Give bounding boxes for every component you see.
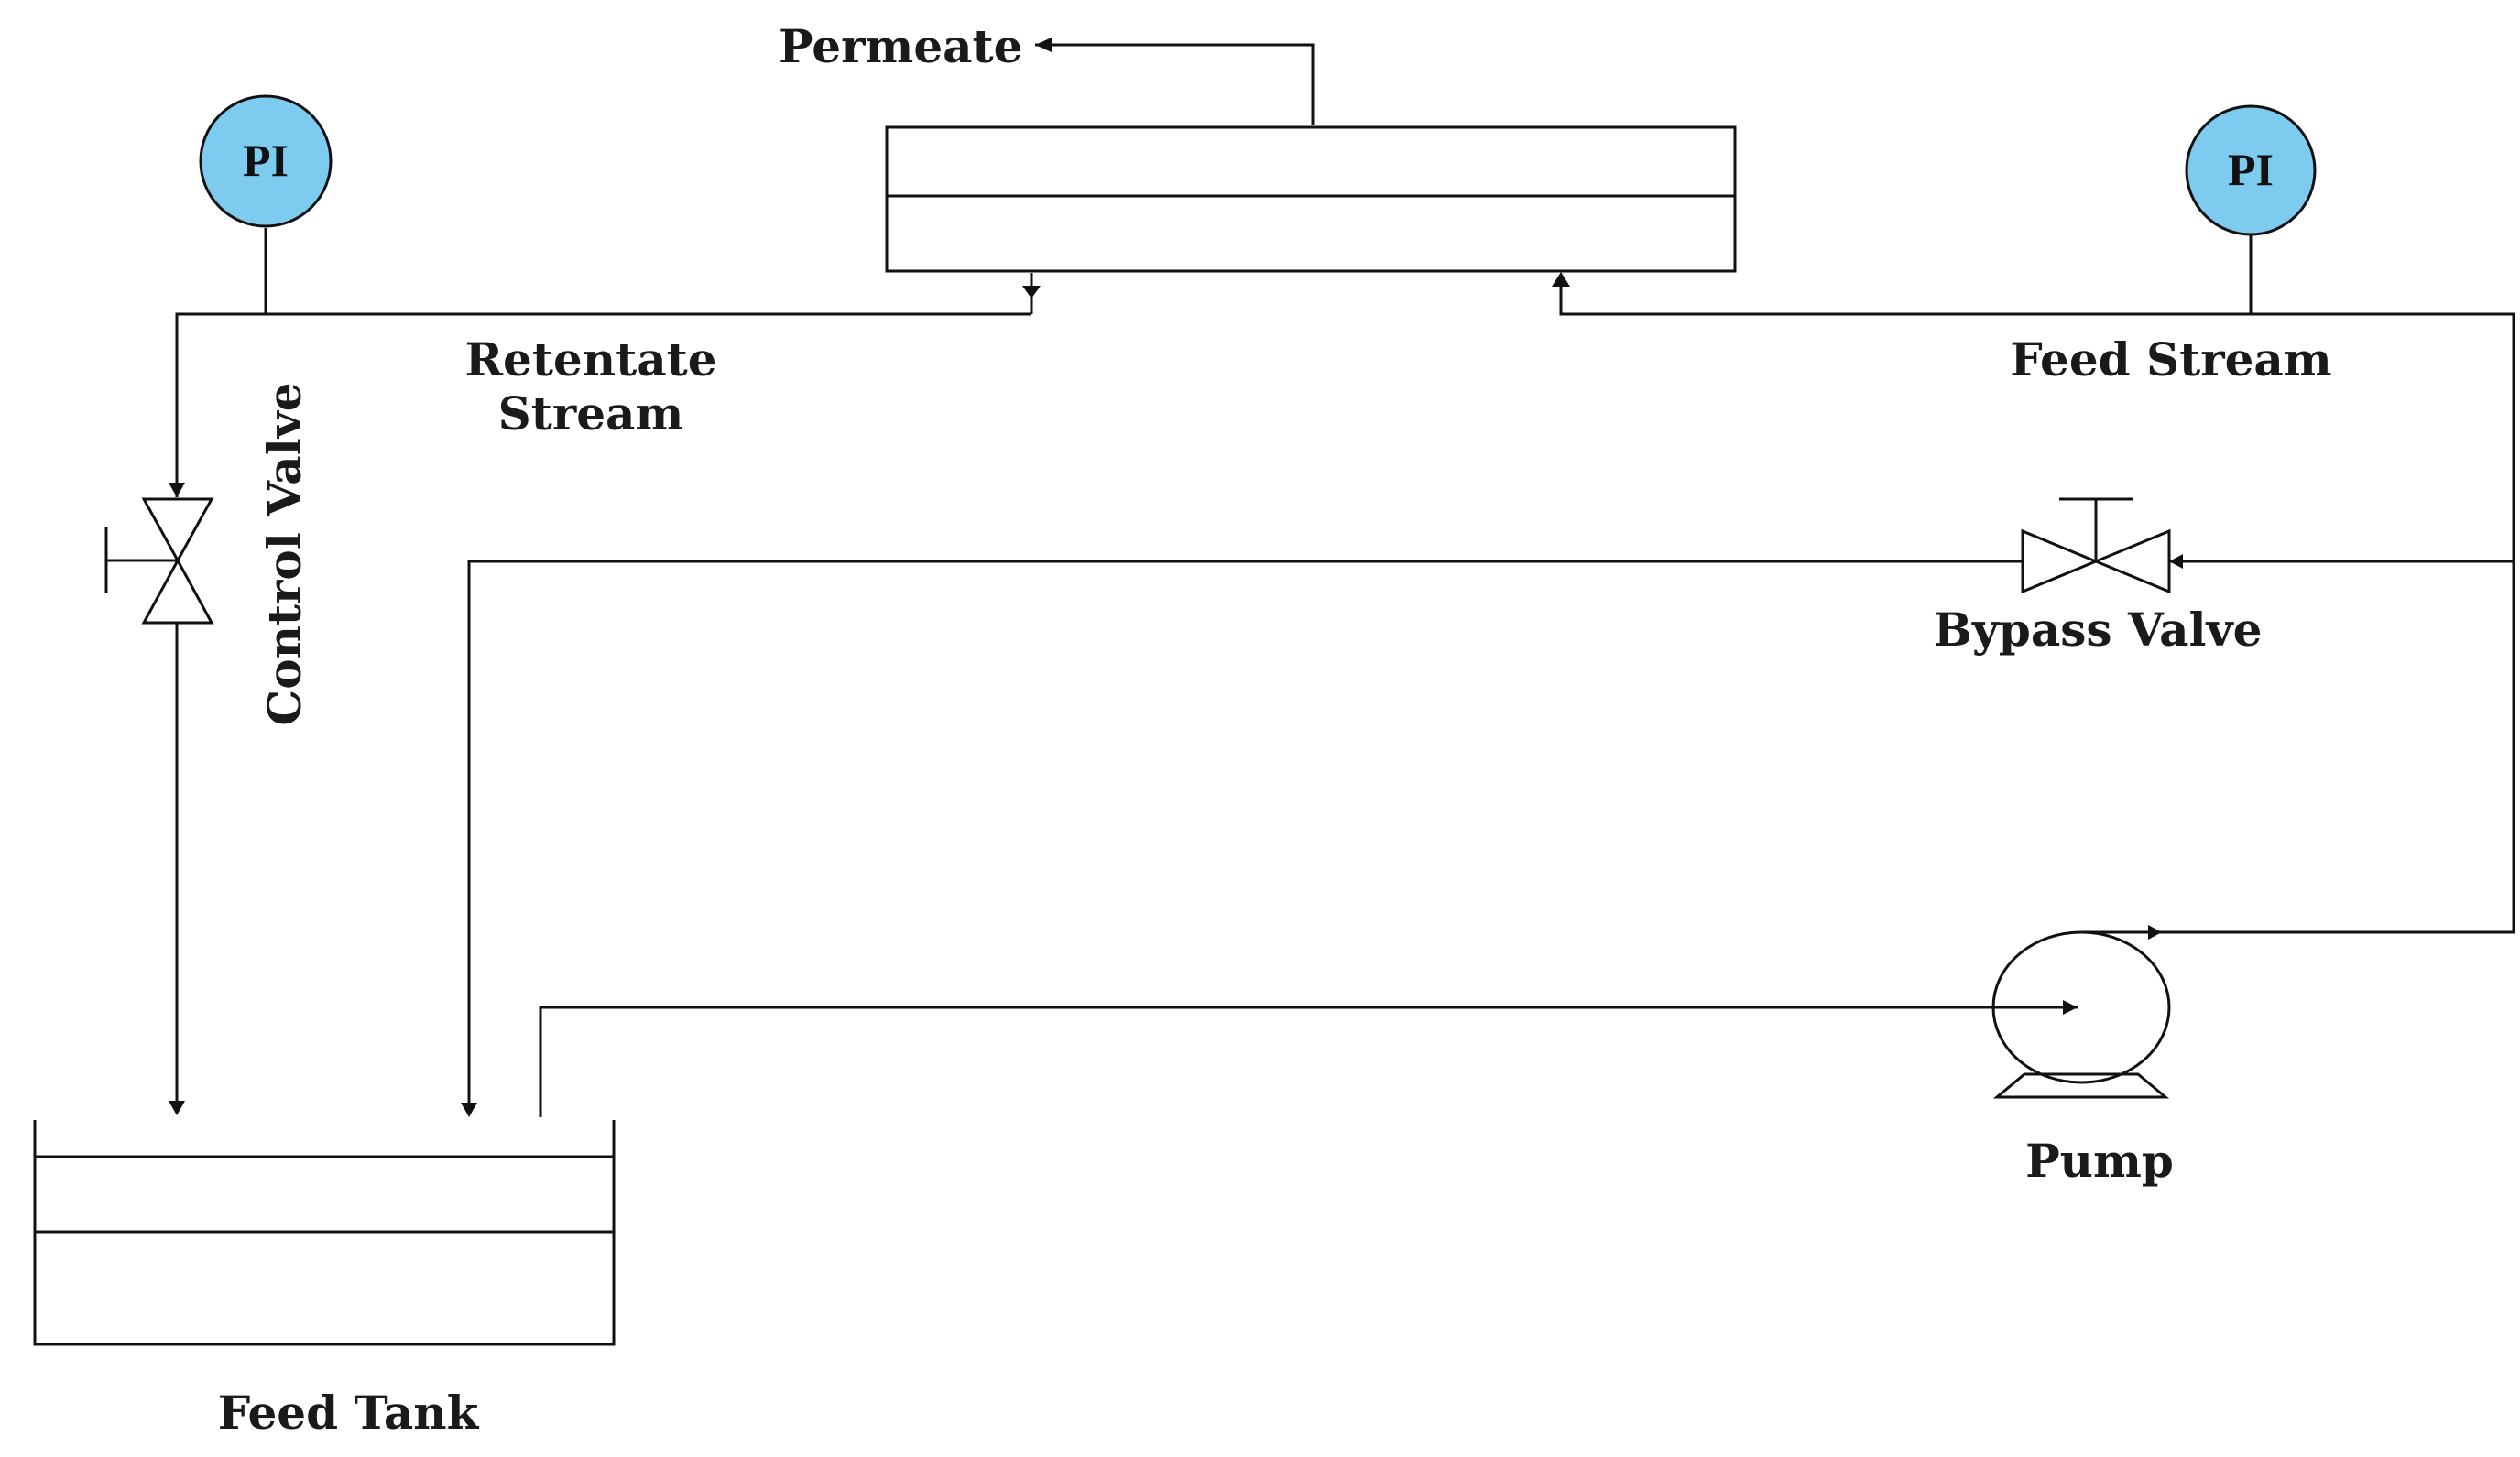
bypass-line [461,554,2514,1117]
pump-label: Pump [2025,1134,2174,1188]
feed-tank [33,1120,616,1346]
pressure-indicator-left: PI [199,94,333,228]
suction-line [539,1000,2078,1117]
retentate-line [169,228,1041,497]
bypass-valve [2021,497,2171,594]
control-valve-label: Control Valve [257,382,311,725]
membrane-module [885,125,1737,273]
pump [1991,930,2171,1099]
return-to-tank-line [169,623,185,1115]
feed-stream-line [1552,228,2515,940]
pi-left-label: PI [243,135,289,186]
feed-stream-label: Feed Stream [2010,332,2331,386]
pressure-indicator-right: PI [2185,104,2317,236]
retentate-label-line2: Stream [498,386,684,440]
feed-tank-label: Feed Tank [218,1386,480,1440]
permeate-label: Permeate [779,19,1022,73]
control-valve [104,497,214,625]
bypass-valve-label: Bypass Valve [1934,603,2263,657]
permeate-line [1035,38,1315,125]
pi-right-label: PI [2228,144,2274,195]
retentate-label-line1: Retentate [464,332,716,386]
